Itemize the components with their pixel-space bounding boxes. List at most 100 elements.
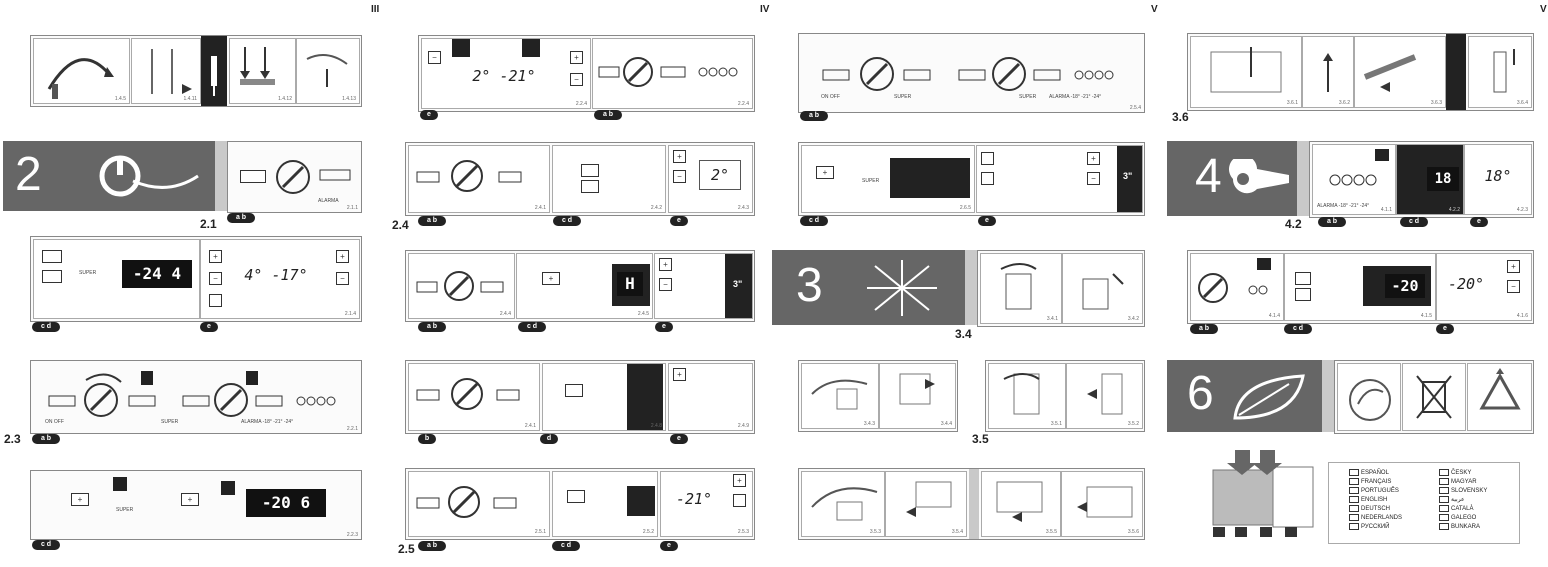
press-indicator [113,477,127,491]
photo-handle: 1.4.12 [229,38,296,104]
badge-e: e [420,110,438,120]
eco-icon [1349,379,1391,421]
mode-button[interactable] [209,294,222,307]
lamp-illustration [899,373,935,405]
panel-e: -21° + 2.5.3 [660,471,753,537]
minus-button[interactable]: − [209,272,222,285]
recycle-icon-box [1467,363,1532,431]
ref-label: 3.5.5 [1045,529,1057,535]
step-3-5-number: 3.5 [972,432,989,446]
super-label: SUPER [1019,94,1037,100]
minus-button[interactable] [1295,288,1311,301]
dial-illustration [416,271,504,301]
dial-illustration [416,160,522,192]
ref-label: 2.4.3 [737,205,749,211]
badge-cd: c d [552,541,580,551]
manual-booklet-icon [1212,450,1314,537]
ref-label: 2.2.1 [346,426,358,432]
timer-tab [1117,146,1142,212]
minus-button[interactable]: − [673,170,686,183]
panel-c4r2: ALARMA -18° -21° -24° 4.1.1 18 4.2.2 18°… [1309,141,1534,218]
alarma-label: ALARMA -18° -21° -24° [1049,94,1102,100]
panel-installation-photos: 1.4.5 1.4.11 1.4.12 1.4.13 [30,35,362,107]
badge-ab: a b [418,541,446,551]
plus-button[interactable]: + [1507,260,1520,273]
plus-button[interactable] [1295,272,1311,285]
plus-button[interactable]: + [542,272,560,285]
tab-shadow [969,469,979,539]
plus-button[interactable]: + [673,368,686,381]
ref-label: 3.5.1 [1050,421,1062,427]
alarma-label: ALARMA -18° -21° -24° [241,419,294,425]
photo-shelf-4: 3.6.4 [1468,36,1532,108]
minus-button[interactable]: − [659,278,672,291]
plus-button[interactable] [565,384,583,397]
lamp-insert-illustration [1087,373,1123,415]
minus-button[interactable]: − [570,73,583,86]
badge-cd: c d [32,540,60,550]
plus-button-right[interactable]: + [336,250,349,263]
photo-filter-2: 3.5.4 [885,471,967,537]
panel-c2r4: 2.4.1 2.4.8 + 2.4.9 [405,360,755,434]
step-2-number: 2 [15,148,42,201]
minus-button[interactable]: − [1507,280,1520,293]
plus-button[interactable]: + [733,474,746,487]
plus-button[interactable]: + [71,493,89,506]
eco-packaging-icon [1337,363,1401,431]
minus-button[interactable]: − [428,51,441,64]
display-block [890,158,970,198]
plus-button[interactable] [42,250,62,263]
tab-shadow [215,141,227,211]
plus-button-right[interactable]: + [1087,152,1100,165]
lcd-display-white: -21° [669,484,719,514]
wrench-icon [1229,159,1289,194]
panel-c2r5: 2.5.1 2.5.2 -21° + 2.5.3 [405,468,755,540]
language-item: ENGLISH [1349,496,1402,505]
language-column-right: ČESKY MAGYAR SLOVENSKY عربية CATALÀ GALE… [1439,469,1487,532]
language-item: CATALÀ [1439,505,1487,514]
plus-button[interactable] [567,490,585,503]
plus-button[interactable]: + [659,258,672,271]
panel-switch-on: ALARMA 2.1.1 [227,141,362,213]
dial-panel-b: 2.4.1 [408,363,540,431]
page-number-iv: IV [760,4,770,15]
panel-c2r2: 2.4.1 2.4.2 + − 2° 2.4.3 [405,142,755,216]
photo-shelf-1: 3.6.1 [1190,36,1302,108]
plus-button[interactable] [581,164,599,177]
ref-label: 2.4.9 [737,423,749,429]
badge-e: e [1436,324,1454,334]
ref-label: 4.1.1 [1380,207,1392,213]
photo-door-reverse: 1.4.5 [33,38,130,104]
plus-button[interactable]: + [181,493,199,506]
minus-button[interactable] [981,172,994,185]
lcd-display-white: 2° -21° [452,61,556,91]
panel-c3r1: ON OFF SUPER SUPER ALARMA -18° -21° -24°… [798,33,1145,113]
onoff-label: ON OFF [821,94,840,100]
minus-button[interactable] [42,270,62,283]
plus-button[interactable] [981,152,994,165]
photo-filter-1: 3.5.3 [801,471,885,537]
language-item: РУССКИЙ [1349,523,1402,532]
super-label: SUPER [116,507,134,513]
photo-lamp-2: 3.4.4 [879,363,956,429]
ref-label: 2.5.1 [534,529,546,535]
minus-button[interactable] [581,180,599,193]
plus-button[interactable]: + [209,250,222,263]
display-panel-e: -20° + − 4.1.6 [1436,253,1532,321]
plus-button[interactable]: + [570,51,583,64]
press-indicator [221,481,235,495]
tool-tab [1446,34,1466,110]
ref-label: 2.5.2 [642,529,654,535]
minus-button[interactable] [733,494,746,507]
plus-button[interactable]: + [673,150,686,163]
panel-c3r4b: 3.5.1 3.5.2 [985,360,1145,432]
dial-illustration [1198,258,1271,303]
tab-shadow [1322,360,1334,432]
dial-illustration [416,378,520,410]
plus-button[interactable]: + [816,166,834,179]
ref-label: 3.5.4 [951,529,963,535]
onoff-button[interactable] [240,170,266,183]
minus-button-right[interactable]: − [336,272,349,285]
minus-button-right[interactable]: − [1087,172,1100,185]
ref-label: 2.4.1 [534,205,546,211]
